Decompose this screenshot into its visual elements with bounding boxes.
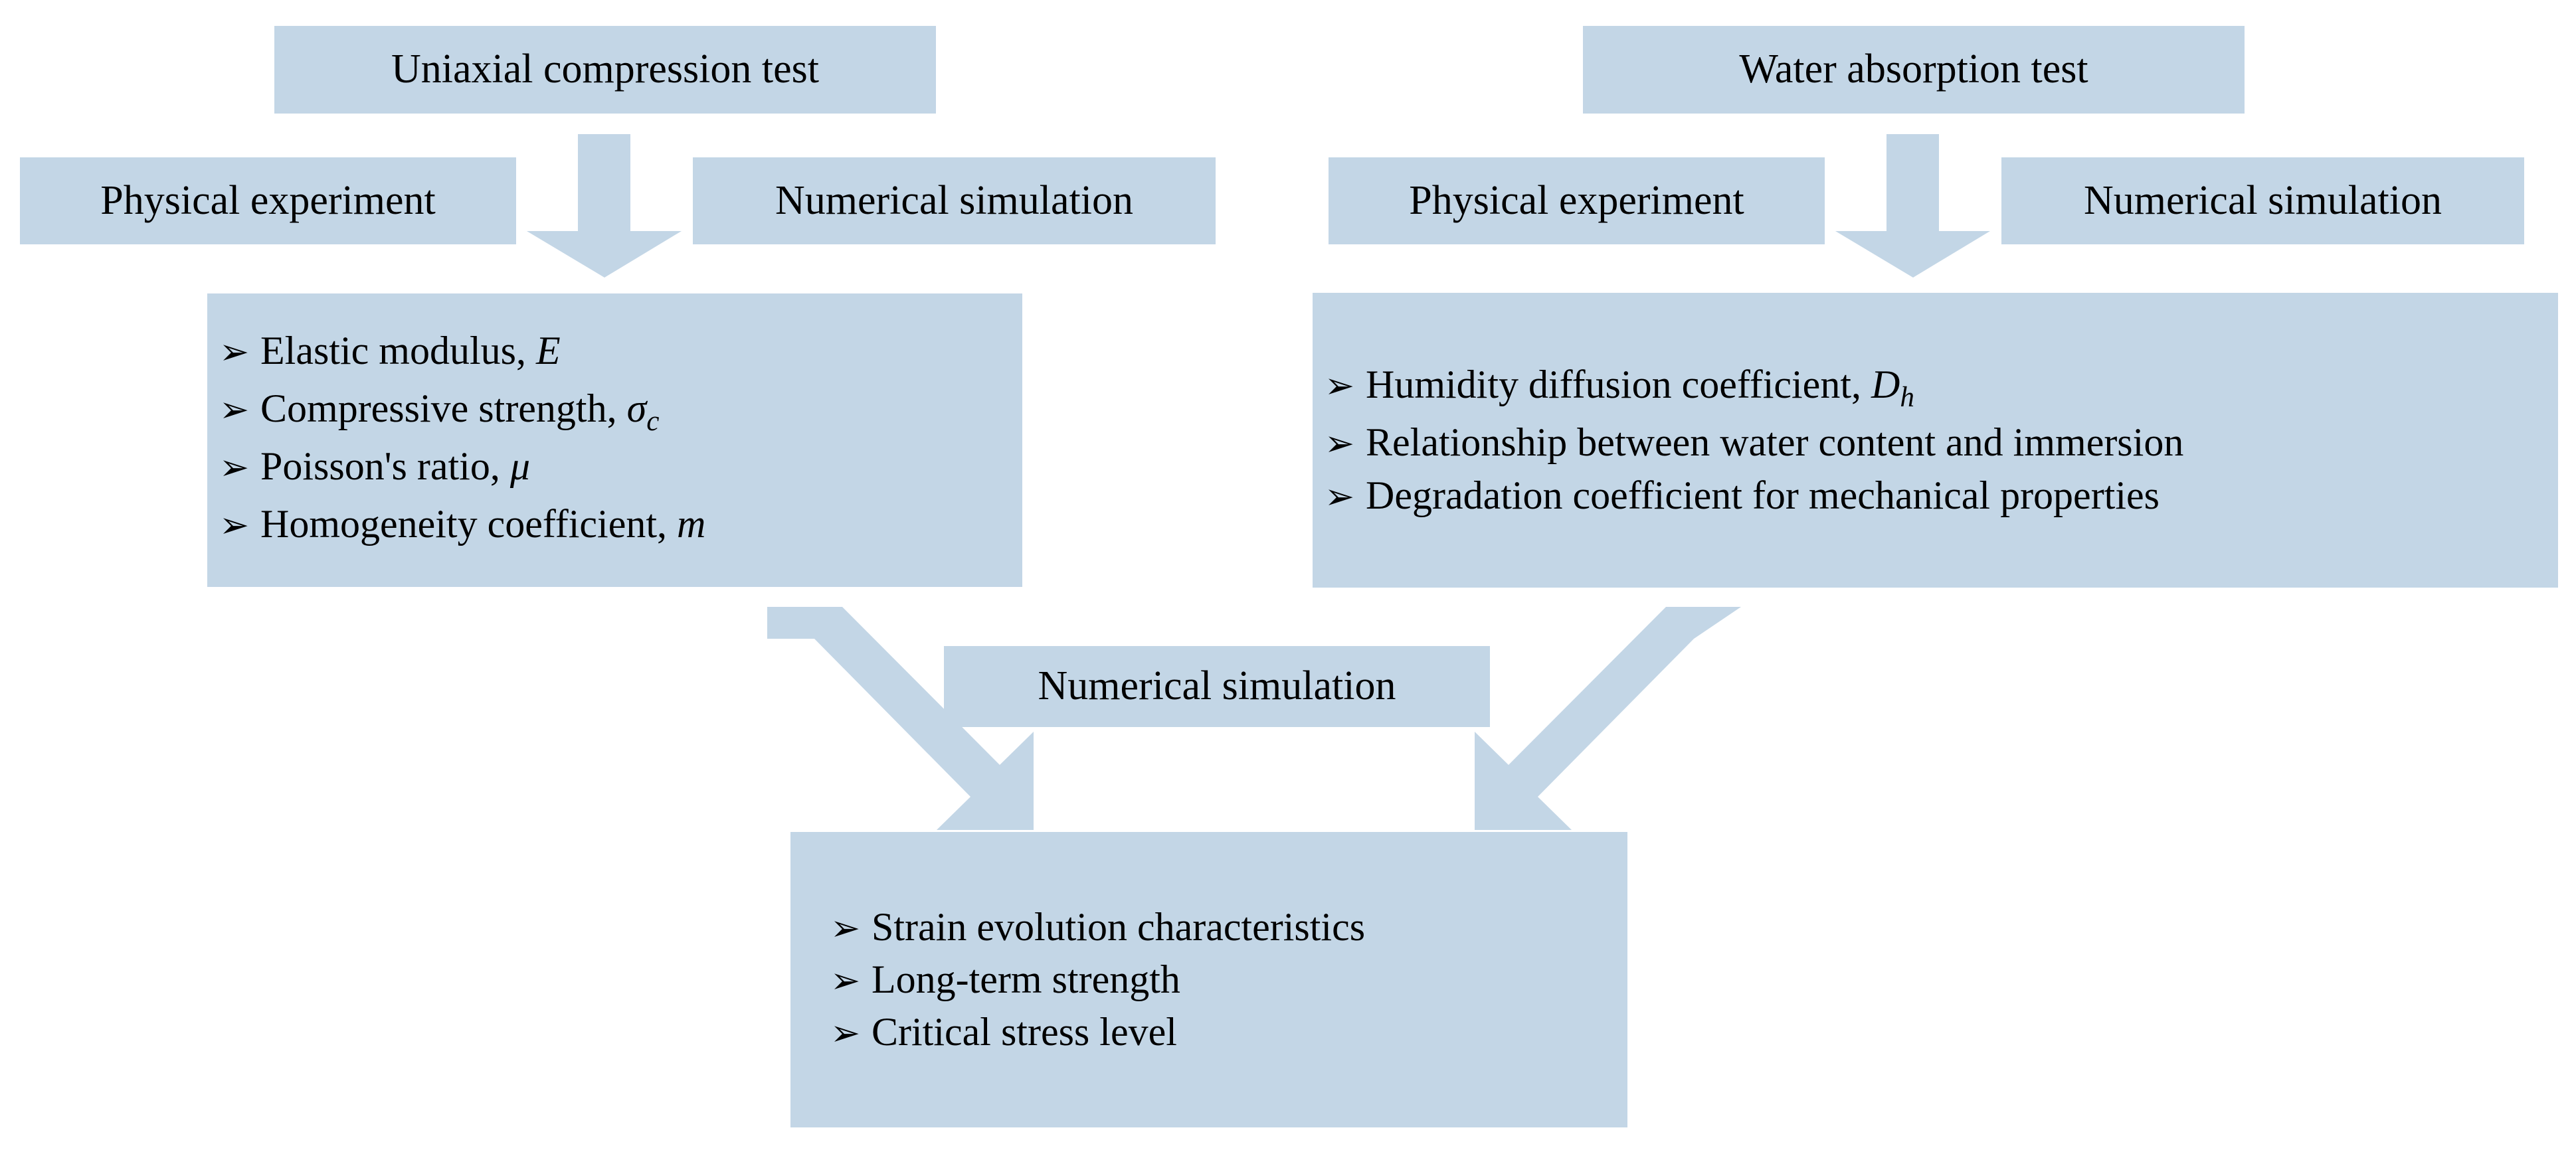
bullet-arrow-icon: ➢ xyxy=(830,959,861,1001)
left-numerical-simulation-box[interactable]: Numerical simulation xyxy=(693,157,1216,244)
list-item: ➢ Poisson's ratio, μ xyxy=(219,440,1022,498)
list-item-text: Long-term strength xyxy=(872,957,1180,1001)
bullet-arrow-icon: ➢ xyxy=(1325,365,1355,407)
list-item-text: Poisson's ratio, μ xyxy=(260,444,530,488)
left-physical-experiment-label: Physical experiment xyxy=(100,177,436,223)
bullet-arrow-icon: ➢ xyxy=(219,504,250,546)
bullet-arrow-icon: ➢ xyxy=(219,446,250,488)
final-outcomes-box[interactable]: ➢ Strain evolution characteristics ➢ Lon… xyxy=(790,832,1627,1127)
bullet-arrow-icon: ➢ xyxy=(219,330,250,372)
list-item: ➢ Degradation coefficient for mechanical… xyxy=(1325,469,2558,522)
left-results-box[interactable]: ➢ Elastic modulus, E ➢ Compressive stren… xyxy=(207,293,1022,587)
list-item: ➢ Compressive strength, σc xyxy=(219,382,1022,440)
bullet-arrow-icon: ➢ xyxy=(1325,422,1355,465)
uniaxial-compression-test-box[interactable]: Uniaxial compression test xyxy=(274,26,936,114)
list-item-text: Degradation coefficient for mechanical p… xyxy=(1366,473,2160,517)
list-item: ➢ Long-term strength xyxy=(830,953,1627,1006)
list-item: ➢ Relationship between water content and… xyxy=(1325,416,2558,469)
list-item-text: Relationship between water content and i… xyxy=(1366,420,2184,465)
left-physical-experiment-box[interactable]: Physical experiment xyxy=(20,157,516,244)
list-item-text: Critical stress level xyxy=(872,1010,1177,1054)
list-item-text: Compressive strength, σc xyxy=(260,386,660,437)
left-numerical-simulation-label: Numerical simulation xyxy=(775,177,1133,223)
water-absorption-test-label: Water absorption test xyxy=(1739,46,2088,92)
arrow-right-down-icon xyxy=(1835,134,1990,278)
list-item-text: Homogeneity coefficient, m xyxy=(260,502,706,546)
list-item: ➢ Strain evolution characteristics xyxy=(830,901,1627,953)
list-item-text: Humidity diffusion coefficient, Dh xyxy=(1366,363,1914,414)
right-physical-experiment-box[interactable]: Physical experiment xyxy=(1329,157,1825,244)
arrow-right-diagonal-icon xyxy=(1475,607,1741,830)
bullet-arrow-icon: ➢ xyxy=(1325,475,1355,517)
list-item-symbol: μ xyxy=(509,444,530,488)
uniaxial-compression-test-label: Uniaxial compression test xyxy=(391,46,819,92)
list-item: ➢ Homogeneity coefficient, m xyxy=(219,498,1022,556)
list-item: ➢ Critical stress level xyxy=(830,1006,1627,1058)
list-item: ➢ Elastic modulus, E xyxy=(219,325,1022,382)
arrow-left-down-icon xyxy=(527,134,682,278)
list-item: ➢ Humidity diffusion coefficient, Dh xyxy=(1325,359,2558,416)
left-results-list: ➢ Elastic modulus, E ➢ Compressive stren… xyxy=(219,325,1022,556)
bullet-arrow-icon: ➢ xyxy=(830,1012,861,1054)
merge-numerical-simulation-label: Numerical simulation xyxy=(1038,663,1396,709)
right-results-box[interactable]: ➢ Humidity diffusion coefficient, Dh ➢ R… xyxy=(1313,293,2558,588)
list-item-symbol: D xyxy=(1871,363,1900,407)
merge-numerical-simulation-box[interactable]: Numerical simulation xyxy=(944,646,1490,727)
right-numerical-simulation-label: Numerical simulation xyxy=(2084,177,2442,223)
list-item-text: Strain evolution characteristics xyxy=(872,904,1366,949)
list-item-subscript: h xyxy=(1900,382,1914,414)
water-absorption-test-box[interactable]: Water absorption test xyxy=(1583,26,2245,114)
right-results-list: ➢ Humidity diffusion coefficient, Dh ➢ R… xyxy=(1325,359,2558,521)
list-item-symbol: σ xyxy=(626,386,647,430)
list-item-symbol: E xyxy=(535,328,561,372)
list-item-symbol: m xyxy=(677,502,706,546)
final-outcomes-list: ➢ Strain evolution characteristics ➢ Lon… xyxy=(830,901,1627,1059)
bullet-arrow-icon: ➢ xyxy=(219,388,250,430)
list-item-subscript: c xyxy=(646,405,660,437)
bullet-arrow-icon: ➢ xyxy=(830,906,861,949)
right-numerical-simulation-box[interactable]: Numerical simulation xyxy=(2001,157,2524,244)
list-item-text: Elastic modulus, E xyxy=(260,328,561,372)
right-physical-experiment-label: Physical experiment xyxy=(1409,177,1744,223)
